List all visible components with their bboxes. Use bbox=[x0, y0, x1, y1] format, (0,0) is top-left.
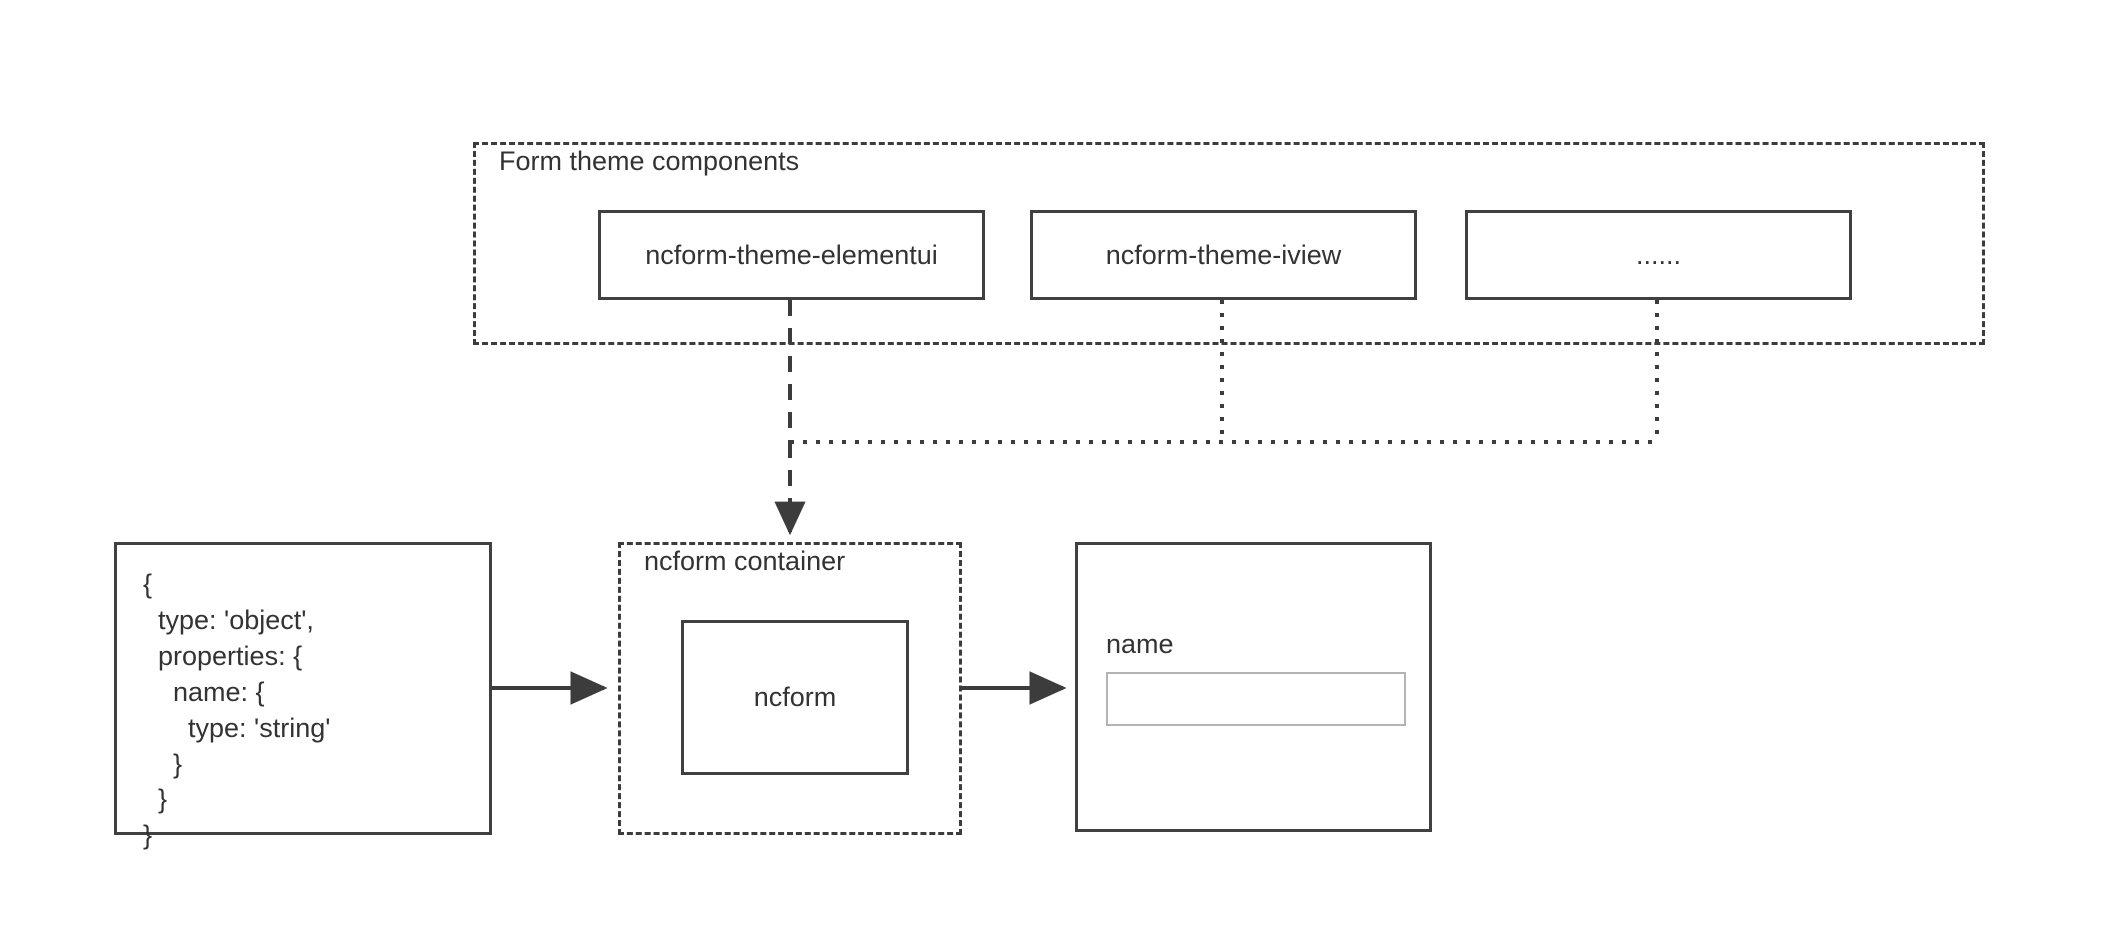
ncform-container-group bbox=[618, 542, 962, 835]
rendered-form-preview-box: name bbox=[1075, 542, 1432, 832]
schema-json-box: { type: 'object', properties: { name: { … bbox=[114, 542, 492, 850]
name-field-label: name bbox=[1106, 629, 1174, 659]
theme-box-other-label: ...... bbox=[1635, 239, 1681, 270]
ncform-box-label: ncform bbox=[753, 682, 837, 712]
theme-box-ncform-theme-elementui[interactable]: ncform-theme-elementui bbox=[598, 210, 985, 300]
name-input[interactable] bbox=[1106, 672, 1406, 726]
theme-box-iview-label: ncform-theme-iview bbox=[1105, 239, 1342, 270]
ncform-box[interactable]: ncform bbox=[681, 620, 909, 775]
theme-box-elementui-label: ncform-theme-elementui bbox=[645, 239, 938, 270]
form-theme-components-label: Form theme components bbox=[491, 148, 808, 175]
theme-box-other[interactable]: ...... bbox=[1465, 210, 1852, 300]
ncform-container-label: ncform container bbox=[636, 548, 854, 575]
schema-json-code: { type: 'object', properties: { name: { … bbox=[143, 569, 331, 851]
form-theme-components-group bbox=[473, 142, 1985, 345]
theme-box-ncform-theme-iview[interactable]: ncform-theme-iview bbox=[1030, 210, 1417, 300]
